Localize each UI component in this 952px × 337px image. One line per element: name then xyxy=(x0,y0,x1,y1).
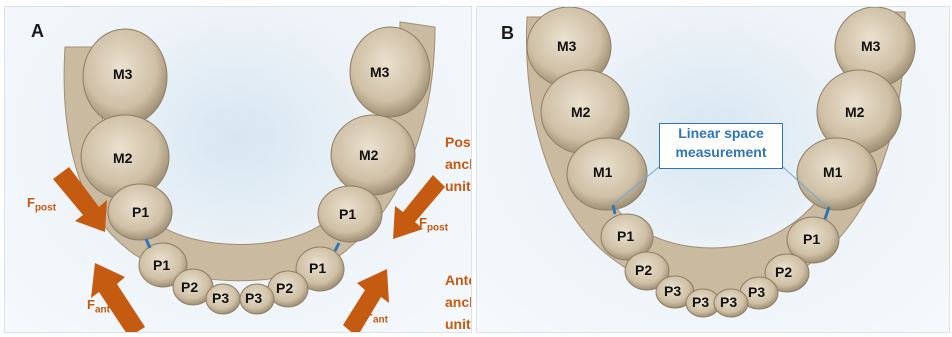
label-m1-left-b: M1 xyxy=(593,164,613,180)
posterior-anchorage-label: Posterior anchorage unit xyxy=(445,131,472,197)
label-p3-right: P3 xyxy=(245,290,262,306)
force-post-right-label: Fpost xyxy=(419,215,448,234)
anterior-anchorage-label: Anterior anchorage unit xyxy=(445,269,472,333)
label-p2-left-b: P2 xyxy=(635,262,652,278)
dental-arch-b: M3 M2 M1 P1 P2 P3 P3 M3 M2 M1 P1 P2 P3 P… xyxy=(477,7,949,332)
label-m2-right-b: M2 xyxy=(845,104,865,120)
panel-b: B xyxy=(476,6,950,333)
label-p2-left: P2 xyxy=(181,279,198,295)
label-m3-right: M3 xyxy=(370,64,390,80)
label-p1-right-upper: P1 xyxy=(339,206,356,222)
gap-arrow-left-b xyxy=(613,205,615,214)
label-m3-right-b: M3 xyxy=(861,38,881,54)
label-p1-left-upper: P1 xyxy=(132,204,149,220)
label-p1-right-lower: P1 xyxy=(309,260,326,276)
label-p2-right: P2 xyxy=(276,280,293,296)
label-p3-right-inner-b: P3 xyxy=(720,294,737,310)
label-p3-left-b: P3 xyxy=(664,283,681,299)
label-m3-left: M3 xyxy=(113,66,133,82)
label-p3-left-inner-b: P3 xyxy=(692,294,709,310)
label-p3-left: P3 xyxy=(212,290,229,306)
label-m2-right: M2 xyxy=(359,147,379,163)
tooth-m3-right xyxy=(350,27,430,117)
force-post-left-label: Fpost xyxy=(27,195,56,214)
linear-space-callout: Linear space measurement xyxy=(659,123,783,169)
dental-arch-a: M3 M2 P1 P1 P2 P3 M3 M2 P1 P1 P2 P3 xyxy=(5,7,471,332)
label-m2-left-b: M2 xyxy=(571,104,591,120)
label-m1-right-b: M1 xyxy=(823,164,843,180)
label-m3-left-b: M3 xyxy=(557,38,577,54)
label-p1-left-b: P1 xyxy=(617,228,634,244)
label-p1-left-lower: P1 xyxy=(153,257,170,273)
label-p3-right-b: P3 xyxy=(748,284,765,300)
panel-a: A xyxy=(4,6,472,333)
gap-arrows-b xyxy=(613,205,829,219)
label-m2-left: M2 xyxy=(113,150,133,166)
force-ant-right-label: Fant xyxy=(365,307,388,326)
label-p2-right-b: P2 xyxy=(775,264,792,280)
label-p1-right-b: P1 xyxy=(803,231,820,247)
force-ant-left-label: Fant xyxy=(87,297,110,316)
